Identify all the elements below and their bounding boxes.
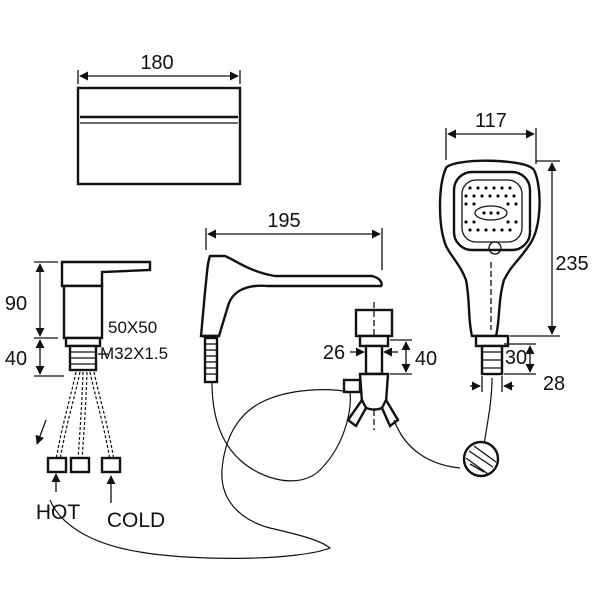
base-height-dimension: 40 bbox=[5, 339, 64, 377]
holder-width-label: 28 bbox=[543, 373, 565, 395]
handshower-height-dimension: 235 bbox=[510, 160, 589, 337]
mixer-body bbox=[60, 260, 152, 372]
body-height-dimension: 90 bbox=[5, 261, 58, 339]
handshower-width-label: 117 bbox=[475, 110, 507, 132]
waterfall-spout bbox=[76, 86, 242, 186]
spout-width-dimension: 180 bbox=[77, 52, 241, 84]
base-height-label: 40 bbox=[5, 348, 27, 370]
lever-length-label: 195 bbox=[267, 210, 300, 232]
hose-coil bbox=[462, 440, 500, 478]
hand-shower bbox=[438, 159, 541, 338]
holder-height-dimension: 30 bbox=[504, 343, 536, 375]
thread-label: M32X1.5 bbox=[100, 344, 168, 363]
cold-label: COLD bbox=[107, 509, 165, 532]
diverter-width-label: 26 bbox=[323, 342, 345, 364]
body-height-label: 90 bbox=[5, 293, 27, 315]
lever-length-dimension: 195 bbox=[205, 210, 383, 270]
supply-hoses bbox=[46, 371, 122, 474]
hot-label: HOT bbox=[36, 501, 81, 524]
handshower-height-label: 235 bbox=[555, 253, 588, 275]
diverter-width-dimension: 26 bbox=[323, 342, 398, 364]
shower-holder bbox=[474, 334, 510, 376]
shower-hoses bbox=[49, 377, 493, 560]
diverter-lever bbox=[199, 254, 383, 384]
diverter-height-label: 40 bbox=[415, 348, 437, 370]
holder-height-label: 30 bbox=[505, 347, 527, 369]
handshower-width-dimension: 117 bbox=[445, 110, 537, 164]
spout-width-label: 180 bbox=[140, 52, 173, 74]
flow-arrow bbox=[35, 419, 47, 445]
diverter-valve bbox=[342, 302, 400, 430]
base-plate-label: 50X50 bbox=[108, 318, 157, 337]
holder-width-dimension: 28 bbox=[470, 373, 565, 395]
diverter-height-dimension: 40 bbox=[390, 339, 437, 375]
